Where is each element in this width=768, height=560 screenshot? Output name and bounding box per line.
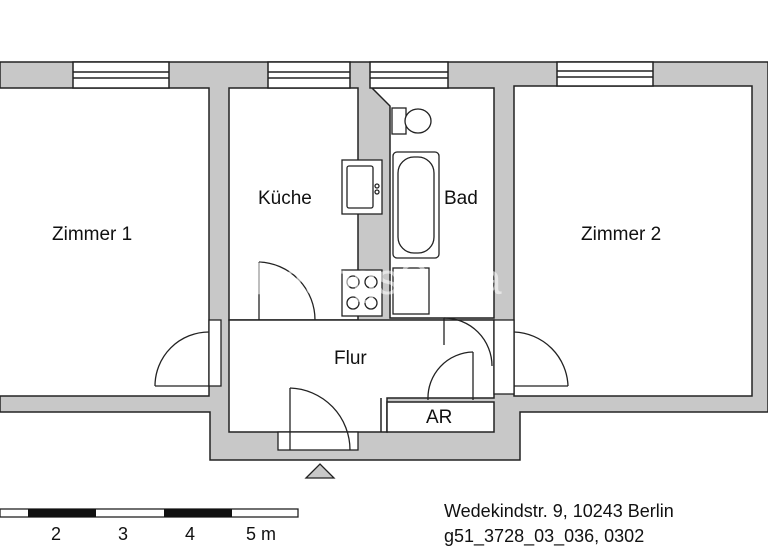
door-zimmer1 [154, 319, 222, 387]
ar-floor [386, 401, 495, 433]
watermark: ohnungsSoda [230, 255, 502, 304]
window-bad [369, 61, 449, 89]
window-zimmer1 [72, 61, 170, 89]
door-entrance [277, 387, 359, 451]
toilet [391, 107, 407, 135]
door-zimmer2 [493, 319, 569, 395]
scale-tick-4: 4 [185, 524, 195, 544]
scale-bar: 2 3 4 5 m [0, 508, 299, 544]
doors [154, 261, 569, 451]
label-zimmer1: Zimmer 1 [52, 224, 132, 245]
window-kueche [267, 61, 351, 89]
label-kueche: Küche [258, 188, 312, 209]
label-ar: AR [426, 407, 452, 428]
label-flur: Flur [334, 348, 367, 369]
address-line-2: g51_3728_03_036, 0302 [444, 526, 644, 547]
bathroom-fixtures [391, 107, 440, 315]
zimmer2-floor [513, 85, 753, 397]
kitchen-fixtures [341, 159, 383, 317]
address-line-1: Wedekindstr. 9, 10243 Berlin [444, 501, 674, 521]
scale-tick-3: 3 [118, 524, 128, 544]
scale-tick-5m: 5 m [246, 524, 276, 544]
door-ar [427, 351, 474, 401]
label-bad: Bad [444, 188, 478, 209]
scale-tick-2: 2 [51, 524, 61, 544]
door-kueche [258, 261, 316, 321]
washbasin [392, 267, 430, 315]
entrance-marker [304, 463, 336, 479]
label-zimmer2: Zimmer 2 [581, 224, 661, 245]
window-zimmer2 [556, 61, 654, 87]
door-bad [443, 317, 493, 367]
windows [72, 61, 654, 89]
